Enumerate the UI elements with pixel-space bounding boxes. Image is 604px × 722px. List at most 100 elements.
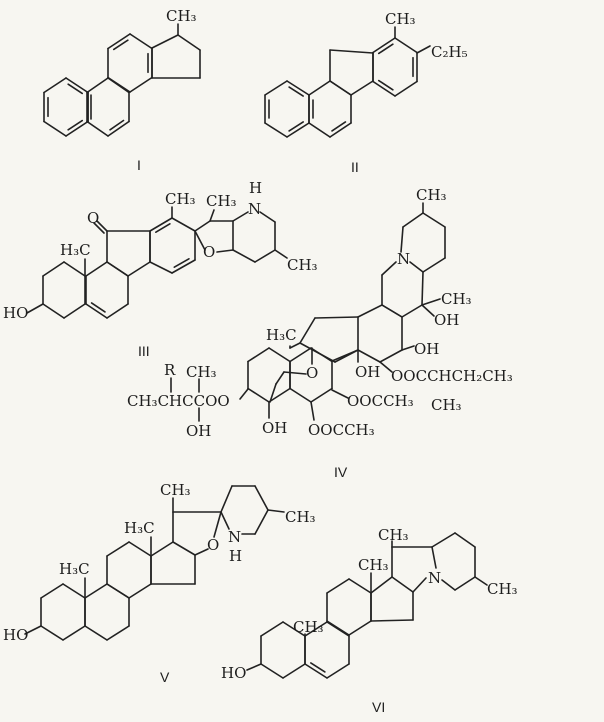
bond — [247, 347, 270, 363]
bond — [93, 222, 105, 234]
bond — [288, 121, 304, 132]
bond — [40, 583, 64, 599]
bond — [310, 401, 315, 421]
bond — [282, 663, 306, 679]
bond — [85, 261, 108, 277]
bond — [299, 317, 316, 344]
bond — [254, 485, 269, 511]
bond — [379, 349, 403, 363]
bond — [289, 387, 312, 403]
bond — [149, 261, 173, 274]
bond — [43, 77, 67, 94]
atom-label: HO — [221, 664, 246, 682]
bond — [65, 77, 89, 94]
atom-label: CH₃ — [287, 256, 318, 274]
bond — [173, 258, 190, 268]
bond — [326, 621, 350, 637]
bond — [289, 347, 312, 363]
bond — [329, 122, 352, 138]
bond — [401, 345, 415, 351]
bond — [127, 261, 151, 277]
bond — [67, 119, 84, 131]
atom-label: R — [164, 361, 176, 379]
bond — [220, 511, 230, 530]
bond — [308, 122, 331, 138]
bond — [409, 261, 424, 273]
bond — [216, 249, 234, 253]
bond — [232, 211, 249, 222]
bond — [274, 249, 288, 259]
bond — [329, 80, 352, 96]
bond — [239, 388, 249, 400]
bond — [107, 76, 131, 93]
atom-label: CH₃ — [160, 481, 191, 499]
bond — [260, 663, 284, 679]
bond — [213, 511, 222, 538]
bond — [260, 621, 284, 637]
bond — [288, 86, 304, 97]
bond — [401, 304, 423, 318]
atom-label: CH₃ — [431, 396, 462, 414]
structure-V: CH₃ H₃C H₃C O N H CH₃ HO V — [3, 481, 316, 685]
bond — [391, 576, 414, 593]
atom-label: OH — [434, 311, 459, 329]
bond — [259, 211, 276, 223]
atom-label: OOCCHCH₂CH₃ — [391, 367, 513, 385]
bond — [254, 249, 276, 263]
bond — [109, 119, 125, 131]
bond — [416, 45, 431, 54]
bond — [421, 304, 435, 317]
bond — [289, 342, 301, 349]
bond — [151, 34, 179, 49]
bond — [96, 220, 108, 232]
atom-label: CH₃ — [165, 190, 196, 208]
structure-label-V: V — [160, 669, 170, 685]
bond — [194, 220, 211, 232]
atom-label: N — [228, 528, 241, 546]
bond — [370, 619, 414, 622]
structure-I: CH₃ I — [137, 7, 197, 173]
bond — [129, 76, 153, 93]
bond — [112, 39, 129, 51]
bond — [63, 303, 86, 319]
atom-label: CH₃ — [285, 508, 316, 526]
atom-label: CH₃ — [487, 580, 518, 598]
bond — [357, 304, 383, 318]
bond — [402, 212, 424, 228]
atom-label: H — [229, 547, 242, 565]
bond — [155, 223, 171, 233]
bond — [268, 387, 291, 403]
bond — [128, 541, 152, 557]
atom-label: N — [428, 569, 441, 587]
bond — [128, 583, 152, 599]
structure-IV: CH₃ N CH₃ OH OH H₃C O OH OOCCHCH₂CH₃ CH₃… — [127, 186, 513, 480]
bond — [149, 217, 173, 232]
bond — [171, 217, 196, 232]
atom-label: OH — [186, 422, 211, 440]
atom-label: H₃C — [59, 560, 90, 578]
bond — [421, 298, 441, 306]
atom-label: H₃C — [266, 326, 297, 344]
bond — [372, 37, 396, 54]
atom-label: O — [203, 243, 215, 261]
bond — [67, 83, 84, 95]
structure-VI: CH₃ CH₃ CH₃ N CH₃ HO VI — [221, 526, 518, 715]
structure-label-IV: IV — [334, 464, 348, 480]
atom-label: N — [248, 200, 261, 218]
bond — [394, 37, 418, 54]
bond — [350, 80, 374, 96]
bond — [209, 209, 215, 222]
bond — [282, 621, 306, 637]
atom-label: H — [249, 179, 262, 197]
bond — [431, 532, 456, 548]
bond — [106, 583, 130, 599]
structure-II: CH₃ C₂H₅ II — [351, 10, 468, 175]
bond — [194, 548, 209, 556]
bond — [84, 583, 108, 599]
bond — [381, 261, 397, 276]
atom-label: OH — [355, 363, 380, 381]
bond — [421, 271, 424, 306]
bond — [43, 120, 67, 137]
bond — [275, 371, 285, 385]
atom-label: CH₃ — [166, 7, 197, 25]
